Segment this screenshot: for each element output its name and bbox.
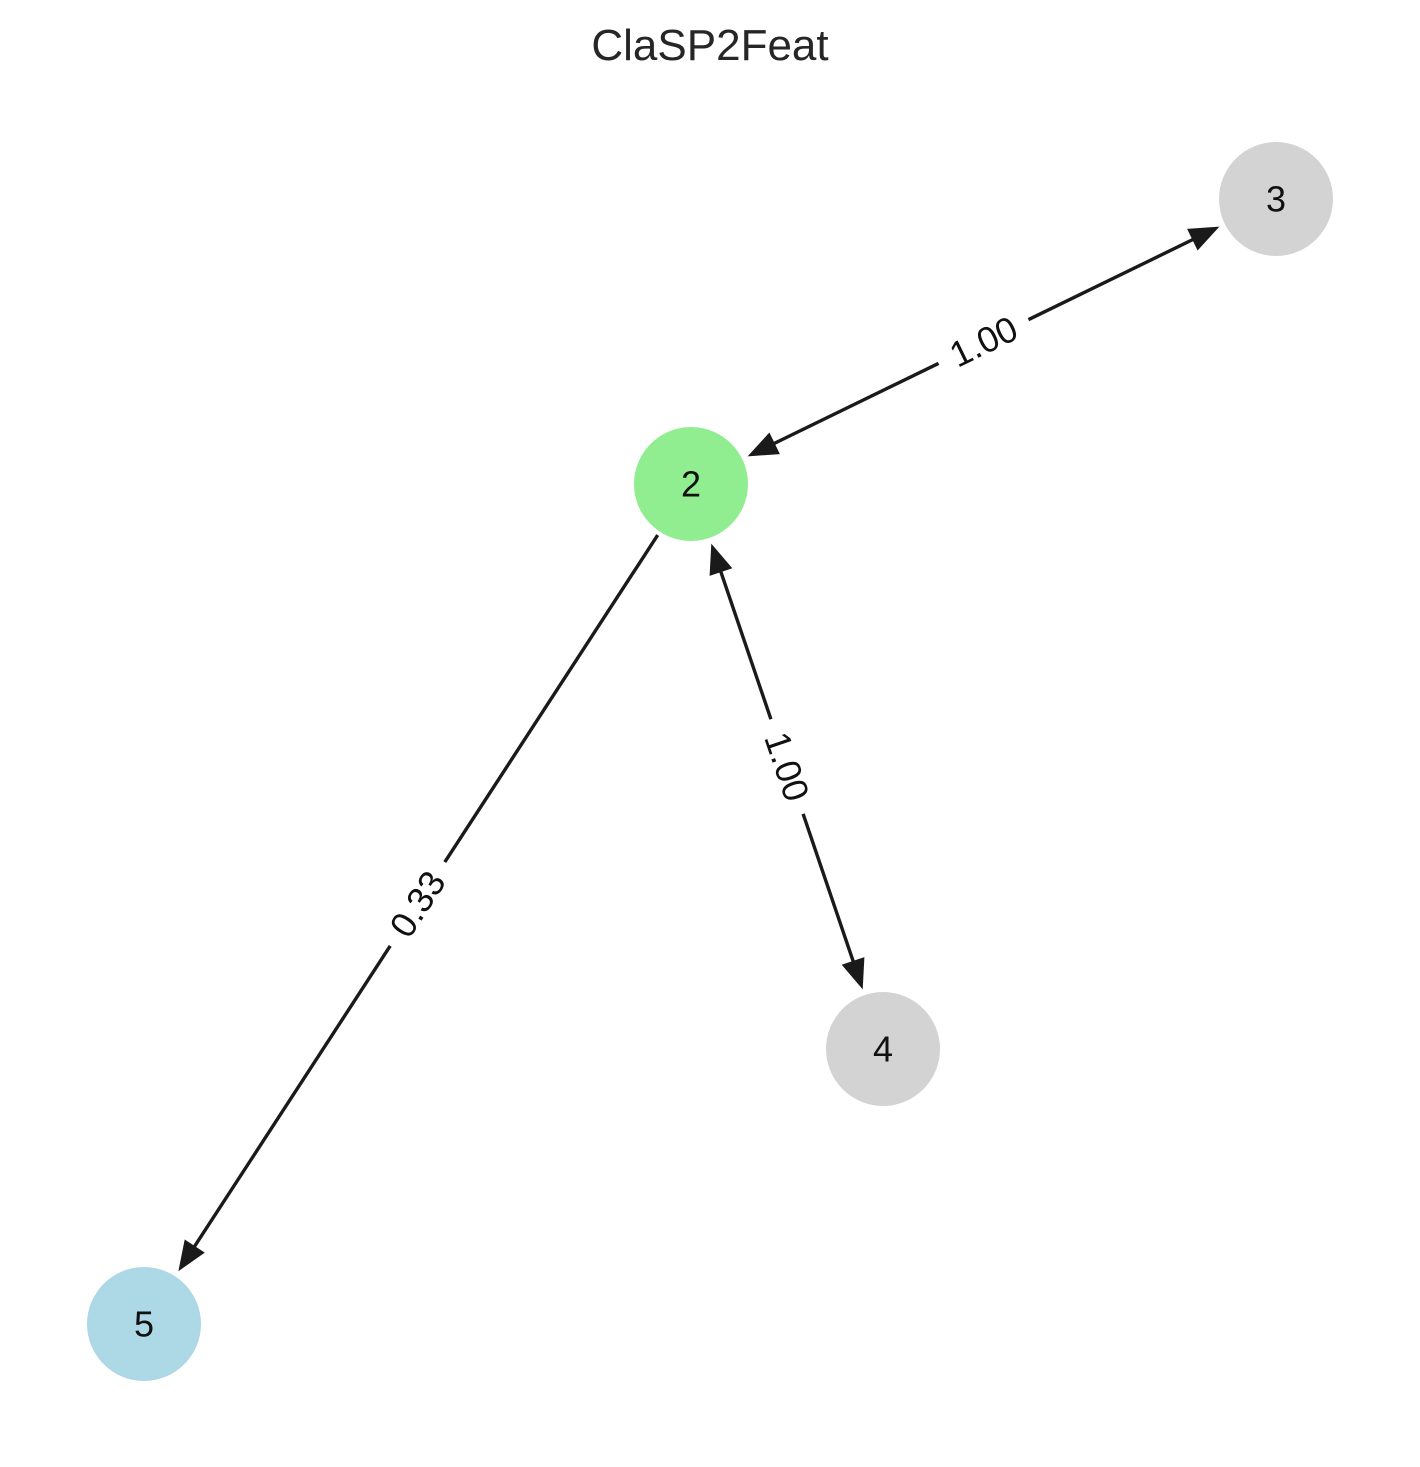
node-2: 2 [634,427,748,541]
arrowhead-to-3 [1187,226,1220,251]
arrowhead-to-5 [178,1239,205,1272]
arrowhead-to-2 [747,432,780,457]
edge-label-group-2-3: 1.00 [927,296,1040,387]
node-4: 4 [826,992,940,1106]
node-circle-3 [1219,142,1333,256]
edge-label-background [368,847,467,961]
node-5: 5 [87,1267,201,1381]
edges-layer: 1.00 1.00 0.33 [178,226,1220,1272]
graph-title: ClaSP2Feat [591,21,828,70]
edge-label-group-2-4: 1.00 [746,710,828,823]
edge-label-background [746,710,828,823]
node-3: 3 [1219,142,1333,256]
node-label-5: 5 [134,1304,154,1345]
edge-label-group-2-5: 0.33 [368,847,467,961]
edge-label-2-4: 1.00 [756,727,817,807]
edge-2-5: 0.33 [178,534,660,1272]
edge-2-4: 1.00 [709,543,865,990]
node-circle-2 [634,427,748,541]
node-circle-5 [87,1267,201,1381]
node-label-3: 3 [1266,179,1286,220]
edge-2-3: 1.00 [747,226,1220,457]
node-label-4: 4 [873,1029,893,1070]
arrowhead-to-2 [709,543,733,576]
edge-label-background [927,296,1040,387]
nodes-layer: 2 3 4 5 [87,142,1333,1381]
node-circle-4 [826,992,940,1106]
arrowhead-to-4 [841,957,865,990]
node-label-2: 2 [681,464,701,505]
